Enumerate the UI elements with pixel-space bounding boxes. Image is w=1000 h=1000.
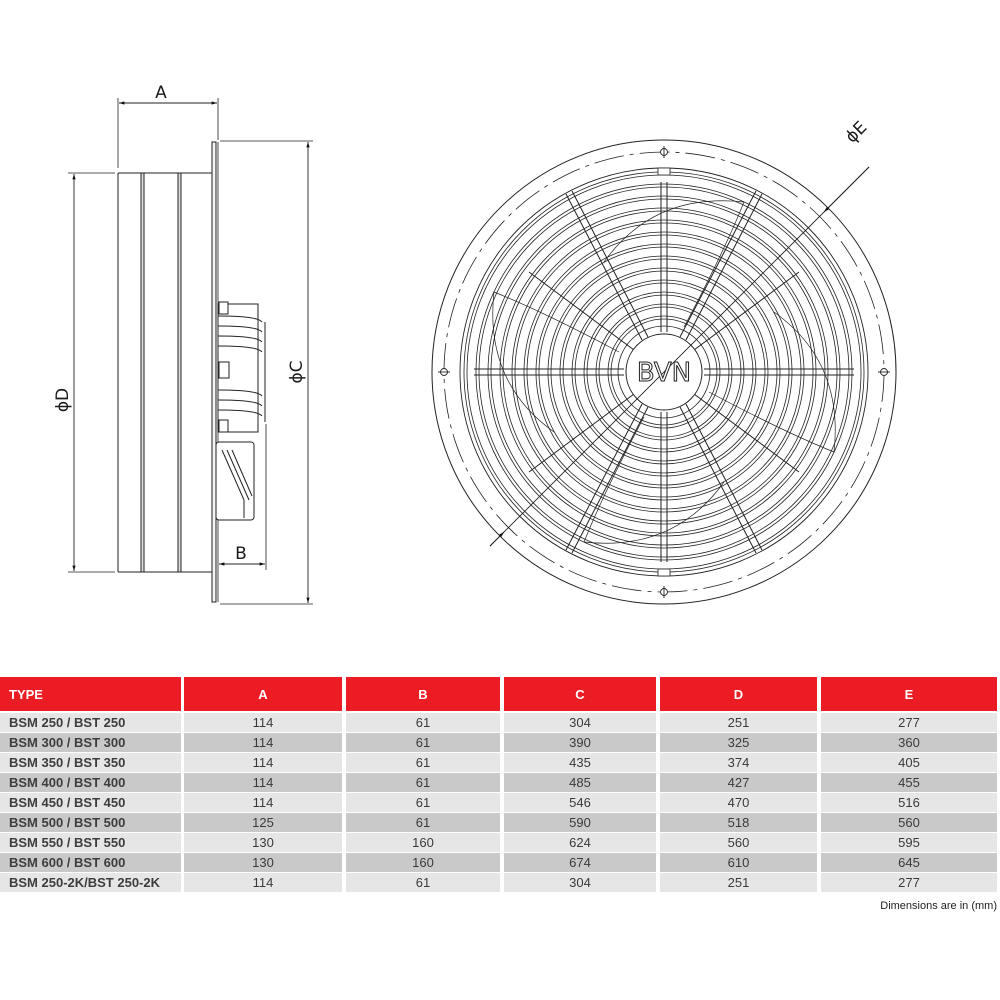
table-row: BSM 550 / BST 550 130 160 624 560 595	[0, 833, 1000, 852]
cell-d: 470	[660, 793, 817, 812]
dim-label-a: A	[155, 83, 167, 103]
cell-d: 325	[660, 733, 817, 752]
motor-housing	[217, 301, 266, 433]
dim-label-c: ϕC	[287, 360, 307, 383]
cell-a: 114	[184, 873, 342, 892]
grill-spokes	[474, 182, 854, 562]
cell-b: 61	[346, 753, 500, 772]
cell-b: 61	[346, 793, 500, 812]
header-e: E	[821, 677, 997, 711]
header-b: B	[346, 677, 500, 711]
header-a: A	[184, 677, 342, 711]
fan-technical-drawing: A B ϕC ϕD	[53, 83, 897, 605]
side-view	[68, 98, 313, 605]
table-row: BSM 600 / BST 600 130 160 674 610 645	[0, 853, 1000, 872]
cell-b: 61	[346, 733, 500, 752]
fan-blades	[492, 200, 836, 544]
cell-d: 427	[660, 773, 817, 792]
cell-a: 114	[184, 713, 342, 732]
cell-b: 61	[346, 873, 500, 892]
cell-type: BSM 450 / BST 450	[0, 793, 181, 812]
cell-type: BSM 600 / BST 600	[0, 853, 181, 872]
table-row: BSM 450 / BST 450 114 61 546 470 516	[0, 793, 1000, 812]
cell-a: 125	[184, 813, 342, 832]
bolt-holes	[438, 146, 890, 598]
cell-c: 304	[504, 713, 656, 732]
terminal-box	[215, 441, 255, 521]
dim-label-d: ϕD	[53, 388, 73, 412]
cell-e: 645	[821, 853, 997, 872]
cell-e: 455	[821, 773, 997, 792]
cell-b: 160	[346, 853, 500, 872]
cell-a: 114	[184, 793, 342, 812]
cell-c: 390	[504, 733, 656, 752]
cell-type: BSM 250 / BST 250	[0, 713, 181, 732]
cell-e: 595	[821, 833, 997, 852]
cell-b: 61	[346, 713, 500, 732]
cell-c: 435	[504, 753, 656, 772]
table-header: TYPE A B C D E	[0, 677, 1000, 711]
cell-d: 251	[660, 713, 817, 732]
cell-c: 546	[504, 793, 656, 812]
cell-type: BSM 300 / BST 300	[0, 733, 181, 752]
units-footnote: Dimensions are in (mm)	[880, 900, 997, 912]
cell-d: 251	[660, 873, 817, 892]
cell-d: 374	[660, 753, 817, 772]
cell-type: BSM 250-2K/BST 250-2K	[0, 873, 181, 892]
cell-e: 277	[821, 873, 997, 892]
table-row: BSM 400 / BST 400 114 61 485 427 455	[0, 773, 1000, 792]
cell-e: 560	[821, 813, 997, 832]
table-row: BSM 300 / BST 300 114 61 390 325 360	[0, 733, 1000, 752]
cell-d: 560	[660, 833, 817, 852]
cell-e: 360	[821, 733, 997, 752]
cell-a: 114	[184, 773, 342, 792]
cell-a: 114	[184, 733, 342, 752]
cell-c: 674	[504, 853, 656, 872]
table-row: BSM 250 / BST 250 114 61 304 251 277	[0, 713, 1000, 732]
front-view	[431, 139, 897, 605]
header-d: D	[660, 677, 817, 711]
table-row: BSM 250-2K/BST 250-2K 114 61 304 251 277	[0, 873, 1000, 892]
cell-type: BSM 350 / BST 350	[0, 753, 181, 772]
cell-b: 61	[346, 773, 500, 792]
dim-label-b: B	[235, 544, 247, 564]
cell-type: BSM 500 / BST 500	[0, 813, 181, 832]
cell-b: 160	[346, 833, 500, 852]
cell-e: 516	[821, 793, 997, 812]
cell-a: 130	[184, 833, 342, 852]
cell-c: 590	[504, 813, 656, 832]
cell-e: 277	[821, 713, 997, 732]
cell-e: 405	[821, 753, 997, 772]
cell-type: BSM 400 / BST 400	[0, 773, 181, 792]
header-c: C	[504, 677, 656, 711]
cell-a: 114	[184, 753, 342, 772]
hub-logo-text: BVN	[637, 358, 691, 388]
dim-label-e: ϕE	[842, 118, 872, 148]
table-row: BSM 350 / BST 350 114 61 435 374 405	[0, 753, 1000, 772]
cell-type: BSM 550 / BST 550	[0, 833, 181, 852]
table-row: BSM 500 / BST 500 125 61 590 518 560	[0, 813, 1000, 832]
grill-rings	[475, 183, 853, 561]
cell-a: 130	[184, 853, 342, 872]
cell-c: 485	[504, 773, 656, 792]
cell-d: 518	[660, 813, 817, 832]
cell-b: 61	[346, 813, 500, 832]
cell-d: 610	[660, 853, 817, 872]
header-type: TYPE	[0, 677, 181, 711]
cell-c: 304	[504, 873, 656, 892]
cell-c: 624	[504, 833, 656, 852]
